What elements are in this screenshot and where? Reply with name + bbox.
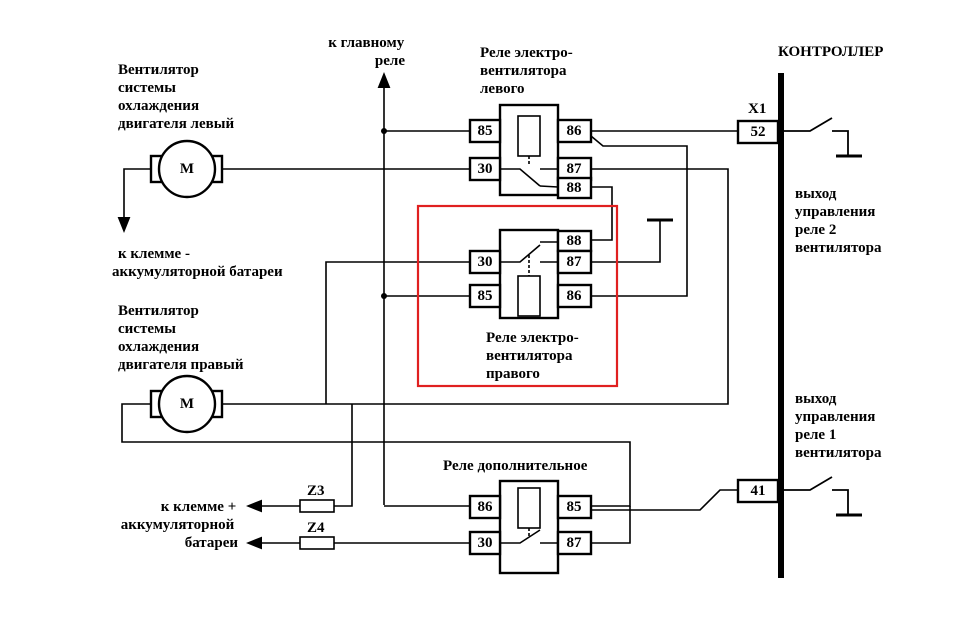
svg-text:86: 86	[478, 499, 494, 515]
svg-text:85: 85	[478, 288, 493, 304]
controller-out1-text: выход управления реле 1 вентилятора	[795, 391, 882, 461]
controller-out2-text: выход управления реле 2 вентилятора	[795, 186, 882, 256]
ground-arrow-wire	[117, 168, 151, 233]
fuse-z3: Z3	[299, 483, 335, 513]
fuse-z4: Z4	[299, 520, 335, 550]
svg-text:30: 30	[478, 535, 493, 551]
fan-right-label: Вентилятор системы охлаждения двигателя …	[118, 303, 244, 373]
pin-52-label: 52	[751, 124, 766, 140]
pin-41-label: 41	[751, 483, 766, 499]
battery-plus-label: к клемме + аккумуляторной батареи	[121, 499, 240, 551]
controller-title: КОНТРОЛЛЕР	[778, 44, 883, 60]
relay-right-label: Реле электро- вентилятора правого	[486, 330, 583, 382]
svg-text:30: 30	[478, 161, 493, 177]
controller: КОНТРОЛЛЕР X1 52 41 выход управления рел…	[736, 44, 883, 578]
pin-41-box	[736, 478, 780, 504]
relay-left-label: Реле электро- вентилятора левого	[480, 45, 577, 97]
connector-label: X1	[748, 101, 766, 117]
fan-left-label: Вентилятор системы охлаждения двигателя …	[118, 62, 234, 132]
svg-text:85: 85	[567, 499, 582, 515]
svg-text:87: 87	[567, 535, 583, 551]
highlight-box	[416, 204, 619, 388]
fuse-z3-label: Z3	[307, 483, 325, 499]
motor-left-symbol: M	[180, 161, 194, 177]
battery-minus-label: к клемме - аккумуляторной батареи	[112, 246, 283, 280]
relay-extra-label: Реле дополнительное	[443, 458, 588, 474]
main-relay-label: к главному реле	[328, 35, 408, 69]
relay-extra: Реле дополнительное 86 85 30 87	[443, 458, 593, 575]
fan-motor-right: Вентилятор системы охлаждения двигателя …	[118, 303, 244, 434]
svg-text:87: 87	[567, 161, 583, 177]
pin-52-box	[736, 119, 780, 145]
svg-text:87: 87	[567, 254, 583, 270]
svg-text:88: 88	[567, 180, 582, 196]
svg-text:86: 86	[567, 288, 583, 304]
svg-text:30: 30	[478, 254, 493, 270]
fan-motor-left: Вентилятор системы охлаждения двигателя …	[118, 62, 234, 199]
svg-text:86: 86	[567, 123, 583, 139]
relay-fan-left: Реле электро- вентилятора левого 85 86 3…	[468, 45, 593, 200]
fuse-z4-label: Z4	[307, 520, 325, 536]
relay-fan-right: 88 30 87 85 86 Реле электро- вентилятора…	[416, 204, 619, 388]
motor-right-symbol: M	[180, 396, 194, 412]
svg-text:85: 85	[478, 123, 493, 139]
svg-text:88: 88	[567, 233, 582, 249]
wires	[117, 72, 738, 550]
